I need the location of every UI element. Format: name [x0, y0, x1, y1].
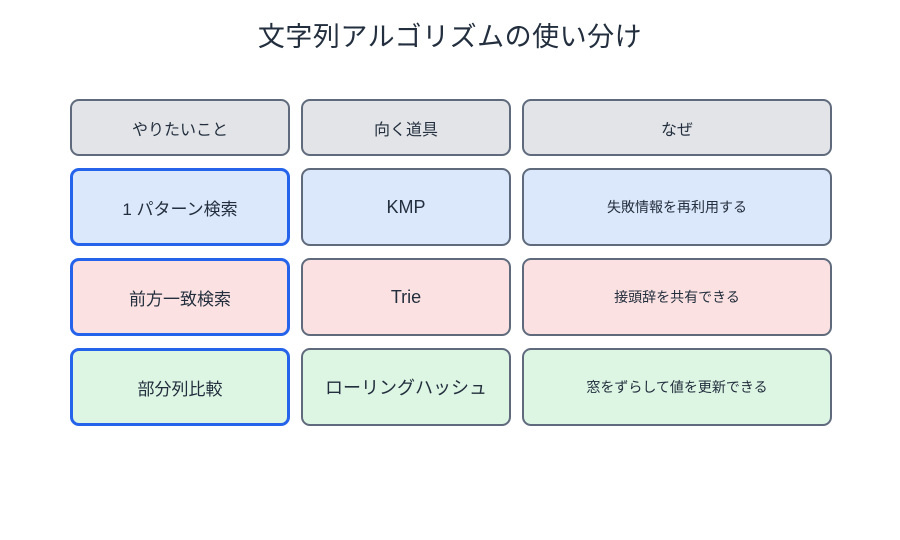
row-3-tool-cell: ローリングハッシュ [301, 348, 511, 426]
table-header-row: やりたいこと 向く道具 なぜ [70, 99, 832, 156]
header-cell-reason: なぜ [522, 99, 832, 156]
comparison-table: やりたいこと 向く道具 なぜ 1 パターン検索 KMP 失敗情報を再利用する 前… [70, 99, 832, 426]
table-row: 1 パターン検索 KMP 失敗情報を再利用する [70, 168, 832, 246]
table-row: 前方一致検索 Trie 接頭辞を共有できる [70, 258, 832, 336]
table-row: 部分列比較 ローリングハッシュ 窓をずらして値を更新できる [70, 348, 832, 426]
row-2-task-cell: 前方一致検索 [70, 258, 290, 336]
page-title: 文字列アルゴリズムの使い分け [257, 22, 643, 52]
header-cell-task: やりたいこと [70, 99, 290, 156]
row-1-tool-cell: KMP [301, 168, 511, 246]
row-2-tool-cell: Trie [301, 258, 511, 336]
row-1-reason-cell: 失敗情報を再利用する [522, 168, 832, 246]
row-3-task-cell: 部分列比較 [70, 348, 290, 426]
row-2-reason-cell: 接頭辞を共有できる [522, 258, 832, 336]
header-cell-tool: 向く道具 [301, 99, 511, 156]
row-3-reason-cell: 窓をずらして値を更新できる [522, 348, 832, 426]
row-1-task-cell: 1 パターン検索 [70, 168, 290, 246]
